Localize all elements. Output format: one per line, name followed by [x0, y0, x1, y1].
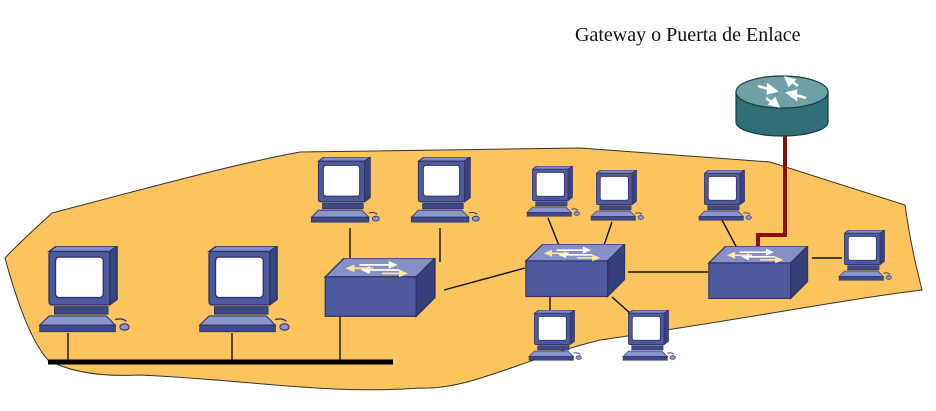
links: [67, 217, 842, 362]
switch-icon: [324, 258, 436, 318]
gateway-label: Gateway o Puerta de Enlace: [575, 24, 801, 46]
desktop-computer-icon: [528, 310, 582, 361]
gateway-link: [756, 132, 787, 248]
router-icon: [735, 75, 829, 137]
desktop-computer-icon: [622, 310, 676, 361]
switch-icon: [525, 244, 626, 298]
switch-icon: [708, 246, 809, 300]
